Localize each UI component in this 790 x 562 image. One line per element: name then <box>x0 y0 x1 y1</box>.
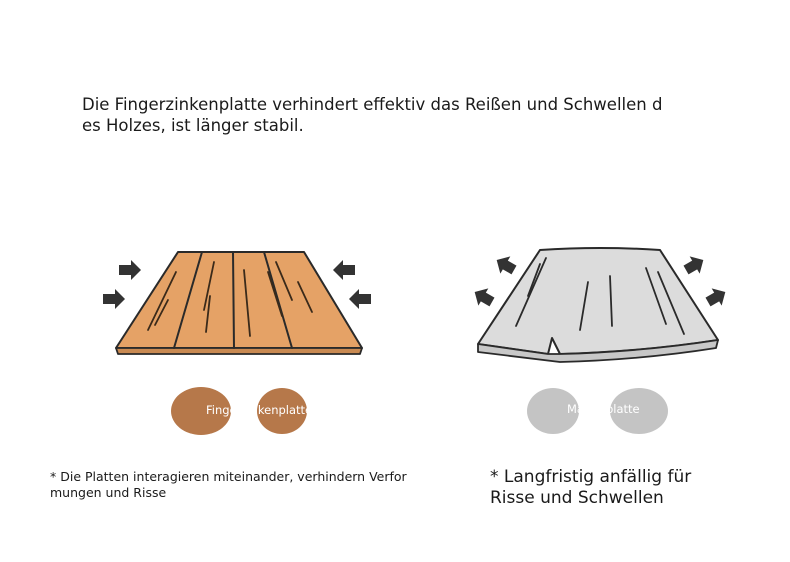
grain-line <box>609 275 613 327</box>
note-finger-joint-line-2: mungen und Risse <box>50 485 167 500</box>
arrow-outward-icon <box>496 256 517 275</box>
arrow-inward-icon <box>103 289 125 309</box>
headline-line-2: es Holzes, ist länger stabil. <box>82 116 304 135</box>
finger-joint-label: Fingerzinkenplatte <box>206 403 313 417</box>
solid-board-label: Massivplatte <box>567 402 640 416</box>
grain-line <box>267 271 283 317</box>
grain-line <box>579 281 589 331</box>
grain-line <box>275 261 293 301</box>
joint-line <box>173 251 203 349</box>
grain-line <box>205 295 211 333</box>
grain-line <box>147 271 177 331</box>
note-finger-joint: * Die Platten interagieren miteinander, … <box>50 469 450 501</box>
grain-line <box>297 281 313 313</box>
pill-circle <box>257 388 307 434</box>
note-solid-board: * Langfristig anfällig für Risse und Sch… <box>490 467 750 509</box>
grain-line <box>527 263 541 297</box>
note-solid-board-line-1: * Langfristig anfällig für <box>490 467 692 487</box>
arrow-inward-icon <box>119 260 141 280</box>
grain-line <box>657 271 685 335</box>
grain-line <box>515 257 547 327</box>
solid-board <box>474 247 726 363</box>
grain-line <box>243 269 251 337</box>
arrow-inward-icon <box>333 260 355 280</box>
finger-joint-board-edge <box>115 347 363 355</box>
grain-line <box>154 299 169 326</box>
solid-board-top <box>477 247 719 355</box>
arrow-inward-icon <box>349 289 371 309</box>
finger-joint-board-top <box>115 251 363 349</box>
solid-board-edge <box>477 339 719 363</box>
joint-line <box>232 251 235 349</box>
pill-circle <box>527 388 579 434</box>
note-finger-joint-line-1: * Die Platten interagieren miteinander, … <box>50 469 407 484</box>
grain-line <box>645 267 667 325</box>
finger-joint-board <box>103 251 371 355</box>
headline-line-1: Die Fingerzinkenplatte verhindert effekt… <box>82 95 663 114</box>
finger-joint-pill <box>171 387 307 435</box>
arrow-outward-icon <box>705 288 726 307</box>
note-solid-board-line-2: Risse und Schwellen <box>490 488 664 508</box>
solid-board-pill <box>527 388 668 434</box>
arrow-outward-icon <box>474 288 495 307</box>
joint-line <box>263 251 293 349</box>
headline: Die Fingerzinkenplatte verhindert effekt… <box>82 94 682 136</box>
pill-circle <box>610 388 668 434</box>
arrow-outward-icon <box>683 256 704 275</box>
pill-circle <box>171 387 231 435</box>
grain-line <box>203 261 215 311</box>
